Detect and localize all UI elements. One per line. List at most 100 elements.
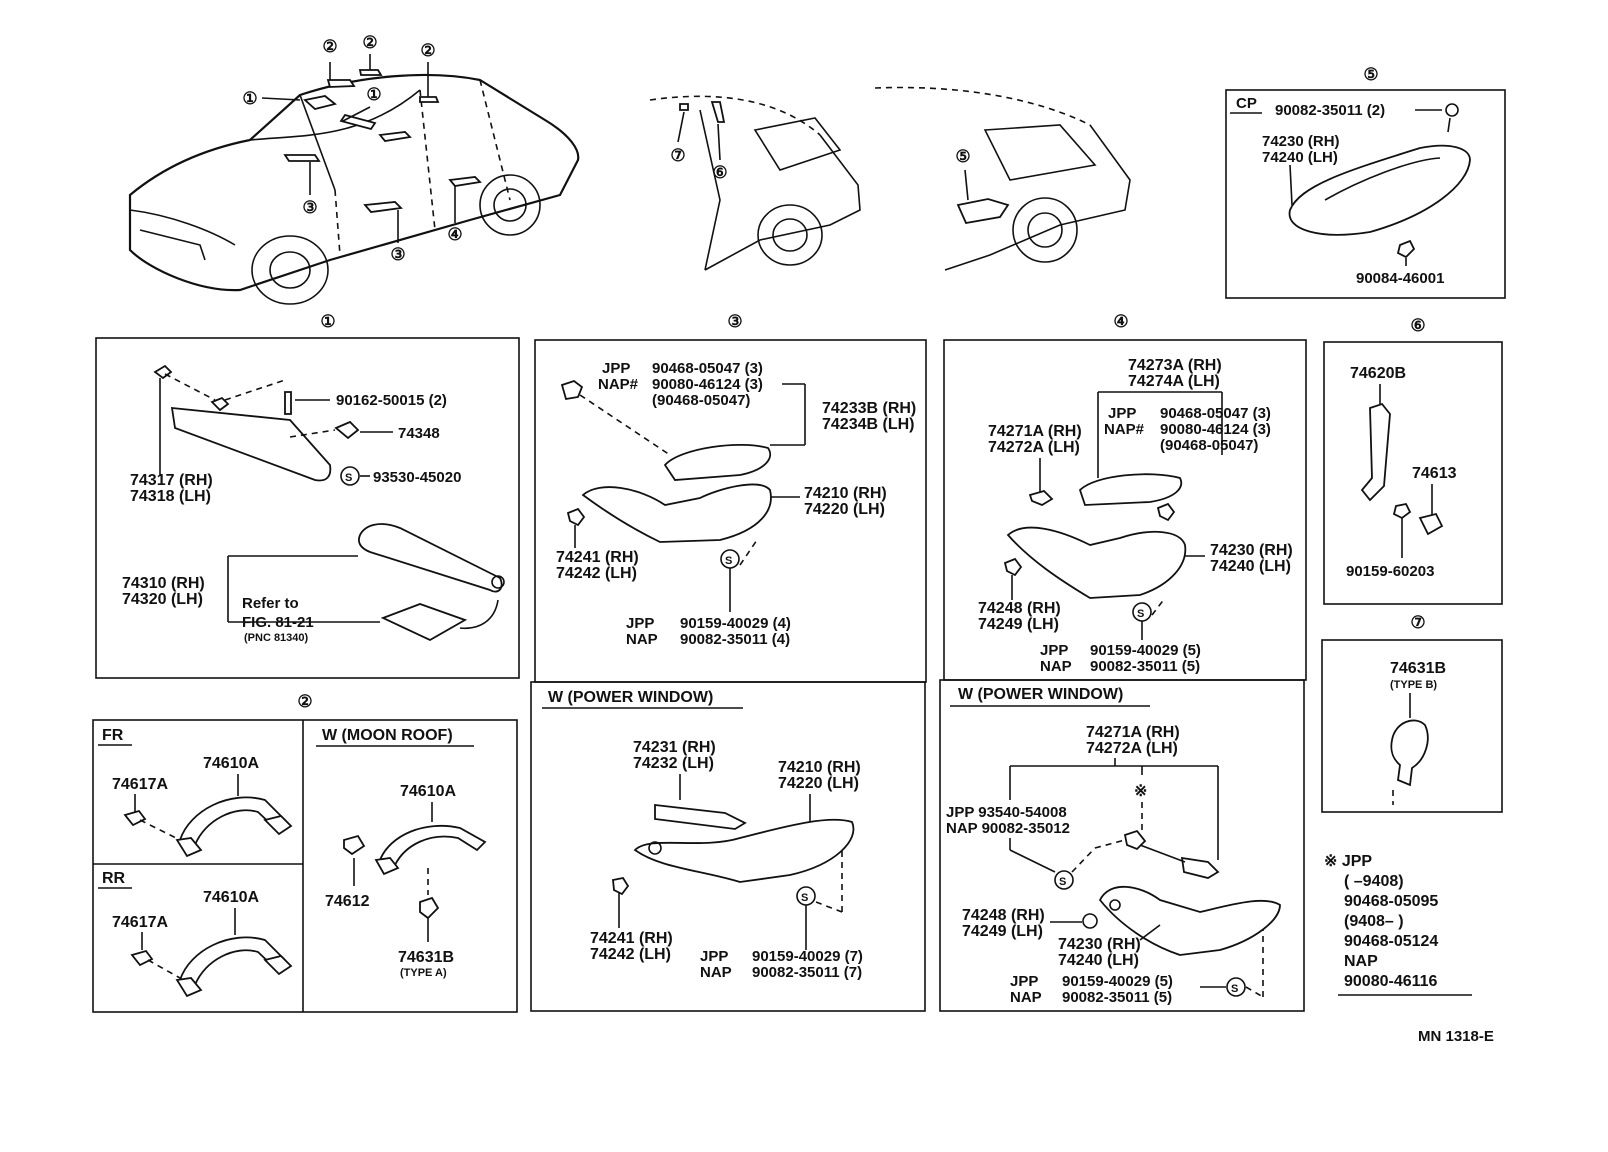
screw-jpp-label: 90159-40029 (4) [680, 615, 791, 632]
grip-mr-label: 74610A [400, 783, 456, 800]
cap-lh-label: 74249 (LH) [978, 616, 1059, 633]
section-7-number: ⑦ [1410, 613, 1425, 632]
section-2: ② FR RR W (MOON ROOF) 74617A 74610A 7461… [92, 692, 518, 1013]
section-4-number: ④ [1113, 312, 1128, 331]
cover-rh-label: 74271A (RH) [988, 423, 1082, 440]
refer-line1: Refer to [242, 595, 299, 612]
svg-text:S: S [1059, 876, 1066, 888]
pn2-label: 90080-46124 (3) [1160, 421, 1271, 438]
footnote: ※ JPP ( –9408) 90468-05095 (9408– ) 9046… [1324, 853, 1472, 996]
grip-rr-label: 74610A [203, 889, 259, 906]
pw4-title: W (POWER WINDOW) [958, 686, 1123, 703]
note-line3: 90468-05095 [1344, 893, 1438, 910]
pn2-label: 90080-46124 (3) [652, 376, 763, 393]
hook-mr-label: 74631B [398, 949, 454, 966]
screw-jpp-label: 90159-40029 (5) [1062, 973, 1173, 990]
cover-fr-label: 74617A [112, 776, 168, 793]
grip-label: 74620B [1350, 365, 1406, 382]
cover-lh-label: 74272A (LH) [988, 439, 1080, 456]
svg-text:S: S [1137, 608, 1144, 620]
pw3-title: W (POWER WINDOW) [548, 689, 713, 706]
section-1-number: ① [320, 312, 335, 331]
note-line4: (9408– ) [1344, 913, 1404, 930]
nap2-label: NAP [1040, 658, 1072, 675]
section-2-number: ② [297, 692, 312, 711]
svg-text:S: S [725, 555, 732, 567]
cap-rh-label: 74248 (RH) [978, 600, 1061, 617]
nap-label: NAP [700, 964, 732, 981]
callout-7: ⑦ [670, 146, 685, 165]
screw-label: 90159-60203 [1346, 563, 1434, 580]
section-4: ④ 74273A (RH) 74274A (LH) JPP NAP# 90468… [943, 312, 1307, 681]
cap-rh-label: 74241 (RH) [590, 930, 673, 947]
screw-nap-label: 90082-35011 (5) [1090, 658, 1200, 675]
s-part-label: 93530-45020 [373, 469, 461, 486]
nap-line-label: NAP 90082-35012 [946, 820, 1070, 837]
cover-lh-label: 74272A (LH) [1086, 740, 1178, 757]
screw-nap-label: 90082-35011 (4) [680, 631, 790, 648]
cover-label: 74613 [1412, 465, 1457, 482]
jpp-label: JPP [1108, 405, 1136, 422]
pn1-label: 90468-05047 (3) [652, 360, 763, 377]
power-window-4: W (POWER WINDOW) 74271A (RH) 74272A (LH)… [939, 679, 1305, 1012]
screw-nap-label: 90082-35011 (7) [752, 964, 862, 981]
clip-label: 90084-46001 [1356, 270, 1444, 287]
cap-lh-label: 74242 (LH) [590, 946, 671, 963]
rest-rh-label: 74230 (RH) [1210, 542, 1293, 559]
refer-line2: FIG. 81-21 [242, 614, 314, 631]
svg-text:S: S [801, 892, 808, 904]
jpp2-label: JPP [1040, 642, 1068, 659]
cap-rh-label: 74248 (RH) [962, 907, 1045, 924]
power-window-3: W (POWER WINDOW) 74231 (RH) 74232 (LH) 7… [530, 681, 926, 1012]
callout-4: ④ [447, 225, 462, 244]
moonroof-label: W (MOON ROOF) [322, 727, 453, 744]
rest-rh-label: 74210 (RH) [804, 485, 887, 502]
cover-rh-label: 74271A (RH) [1086, 724, 1180, 741]
visor-lh-label: 74318 (LH) [130, 488, 211, 505]
bezel-rh-label: 74233B (RH) [822, 400, 916, 417]
section-3: ③ JPP NAP# 90468-05047 (3) 90080-46124 (… [534, 312, 927, 683]
section-5-number: ⑤ [1363, 65, 1378, 84]
pn3-label: (90468-05047) [1160, 437, 1258, 454]
screw-label: 90162-50015 (2) [336, 392, 447, 409]
screw-jpp-label: 90159-40029 (5) [1090, 642, 1201, 659]
rest-lh-label: 74240 (LH) [1210, 558, 1291, 575]
overview-wagon: ⑦ ⑥ [649, 95, 861, 271]
hook-type-label: (TYPE B) [1390, 679, 1437, 691]
hook-type-label: (TYPE A) [400, 967, 447, 979]
callout-1a: ① [242, 89, 257, 108]
diagram-code: MN 1318-E [1418, 1028, 1494, 1045]
section-7: ⑦ 74631B (TYPE B) [1321, 613, 1503, 813]
svg-text:S: S [1231, 983, 1238, 995]
switch-rh-label: 74231 (RH) [633, 739, 716, 756]
nap-label: NAP# [1104, 421, 1145, 438]
jpp-label: JPP [602, 360, 630, 377]
section-3-number: ③ [727, 312, 742, 331]
rest-lh-label: 74240 (LH) [1058, 952, 1139, 969]
visor2-rh-label: 74310 (RH) [122, 575, 205, 592]
note-line6: NAP [1344, 953, 1378, 970]
note-line7: 90080-46116 [1344, 973, 1438, 990]
cap-lh-label: 74242 (LH) [556, 565, 637, 582]
callout-2c: ② [420, 41, 435, 60]
section-6: ⑥ 74620B 74613 90159-60203 [1323, 316, 1503, 605]
section-6-number: ⑥ [1410, 316, 1425, 335]
visor-rh-label: 74317 (RH) [130, 472, 213, 489]
callout-1b: ① [366, 85, 381, 104]
callout-3b: ③ [390, 245, 405, 264]
svg-text:S: S [345, 472, 352, 484]
switch-lh-label: 74232 (LH) [633, 755, 714, 772]
bezel-rh-label: 74273A (RH) [1128, 357, 1222, 374]
overview-coupe: ⑤ [874, 86, 1131, 271]
bezel-lh-label: 74234B (LH) [822, 416, 914, 433]
callout-5: ⑤ [955, 147, 970, 166]
callout-6: ⑥ [712, 163, 727, 182]
handle-rh-label: 74230 (RH) [1262, 133, 1340, 150]
nap-label: NAP [1010, 989, 1042, 1006]
rest-lh-label: 74220 (LH) [804, 501, 885, 518]
cap-lh-label: 74249 (LH) [962, 923, 1043, 940]
callout-2b: ② [362, 33, 377, 52]
rr-label: RR [102, 870, 126, 887]
grip-fr-label: 74610A [203, 755, 259, 772]
